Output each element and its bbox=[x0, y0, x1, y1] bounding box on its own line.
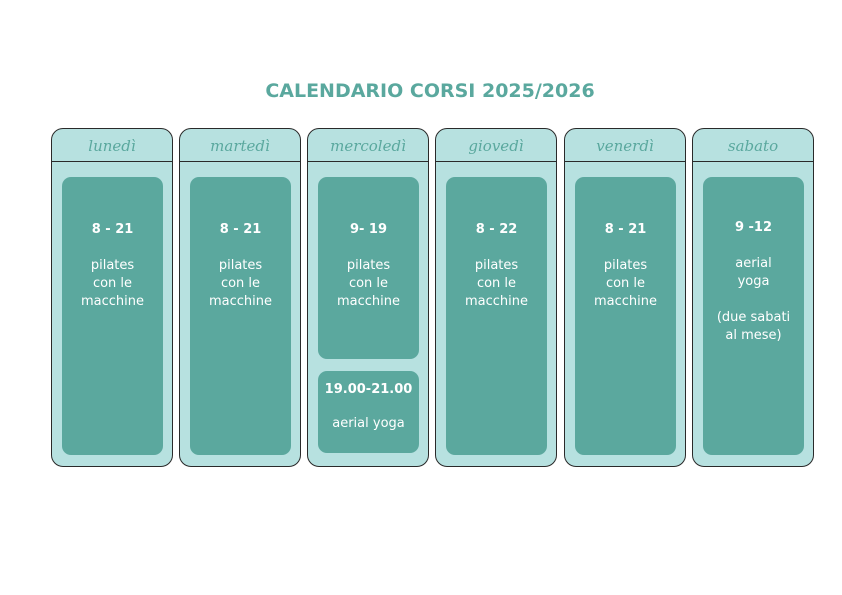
day-column: sabato 9 -12 aerial yoga (due sabati al mese… bbox=[692, 128, 814, 467]
day-column: lunedì 8 - 21 pilates con le macchine bbox=[51, 128, 173, 467]
day-column: martedì 8 - 21 pilates con le macchine bbox=[179, 128, 301, 467]
slot-description: con le bbox=[476, 276, 517, 291]
day-header: mercoledì bbox=[308, 129, 428, 162]
slot-time: 8 - 21 bbox=[604, 222, 647, 237]
slot-description: con le bbox=[605, 276, 646, 291]
course-slot: 9 -12 aerial yoga (due sabati al mese) bbox=[703, 177, 804, 455]
course-slot: 8 - 21 pilates con le macchine bbox=[575, 177, 676, 455]
slot-description: macchine bbox=[464, 294, 528, 309]
slot-description: con le bbox=[348, 276, 389, 291]
slot-time: 8 - 21 bbox=[91, 222, 134, 237]
slot-description: (due sabati bbox=[716, 310, 791, 325]
slot-description: macchine bbox=[336, 294, 400, 309]
slot-time: 9- 19 bbox=[349, 222, 388, 237]
slot-description: con le bbox=[220, 276, 261, 291]
slot-description: macchine bbox=[80, 294, 144, 309]
slot-description: macchine bbox=[208, 294, 272, 309]
day-column: giovedì 8 - 22 pilates con le macchine bbox=[435, 128, 557, 467]
slot-time: 8 - 22 bbox=[475, 222, 518, 237]
day-column: mercoledì 9- 19 pilates con le macchine 19.00… bbox=[307, 128, 429, 467]
course-slot: 8 - 21 pilates con le macchine bbox=[62, 177, 163, 455]
slot-description: aerial bbox=[735, 256, 772, 271]
day-header: lunedì bbox=[52, 129, 172, 162]
page-title: CALENDARIO CORSI 2025/2026 bbox=[265, 80, 595, 102]
slot-description: pilates bbox=[218, 258, 263, 273]
day-header: martedì bbox=[180, 129, 300, 162]
day-header: sabato bbox=[693, 129, 813, 162]
course-slot: 8 - 22 pilates con le macchine bbox=[446, 177, 547, 455]
slot-description: aerial yoga bbox=[332, 416, 405, 431]
slot-description: con le bbox=[92, 276, 133, 291]
slot-time: 19.00-21.00 bbox=[324, 382, 413, 397]
course-slot: 19.00-21.00 aerial yoga bbox=[318, 371, 419, 453]
slot-description: macchine bbox=[593, 294, 657, 309]
slot-time: 9 -12 bbox=[734, 220, 773, 235]
slot-description: yoga bbox=[737, 274, 770, 289]
slot-description: pilates bbox=[346, 258, 391, 273]
course-slot: 9- 19 pilates con le macchine bbox=[318, 177, 419, 359]
slot-description: pilates bbox=[474, 258, 519, 273]
slot-description: al mese) bbox=[725, 328, 782, 343]
slot-description: pilates bbox=[90, 258, 135, 273]
day-header: venerdì bbox=[565, 129, 685, 162]
day-column: venerdì 8 - 21 pilates con le macchine bbox=[564, 128, 686, 467]
slot-description: pilates bbox=[603, 258, 648, 273]
course-slot: 8 - 21 pilates con le macchine bbox=[190, 177, 291, 455]
slot-time: 8 - 21 bbox=[219, 222, 262, 237]
day-header: giovedì bbox=[436, 129, 556, 162]
slot-description bbox=[703, 291, 804, 309]
